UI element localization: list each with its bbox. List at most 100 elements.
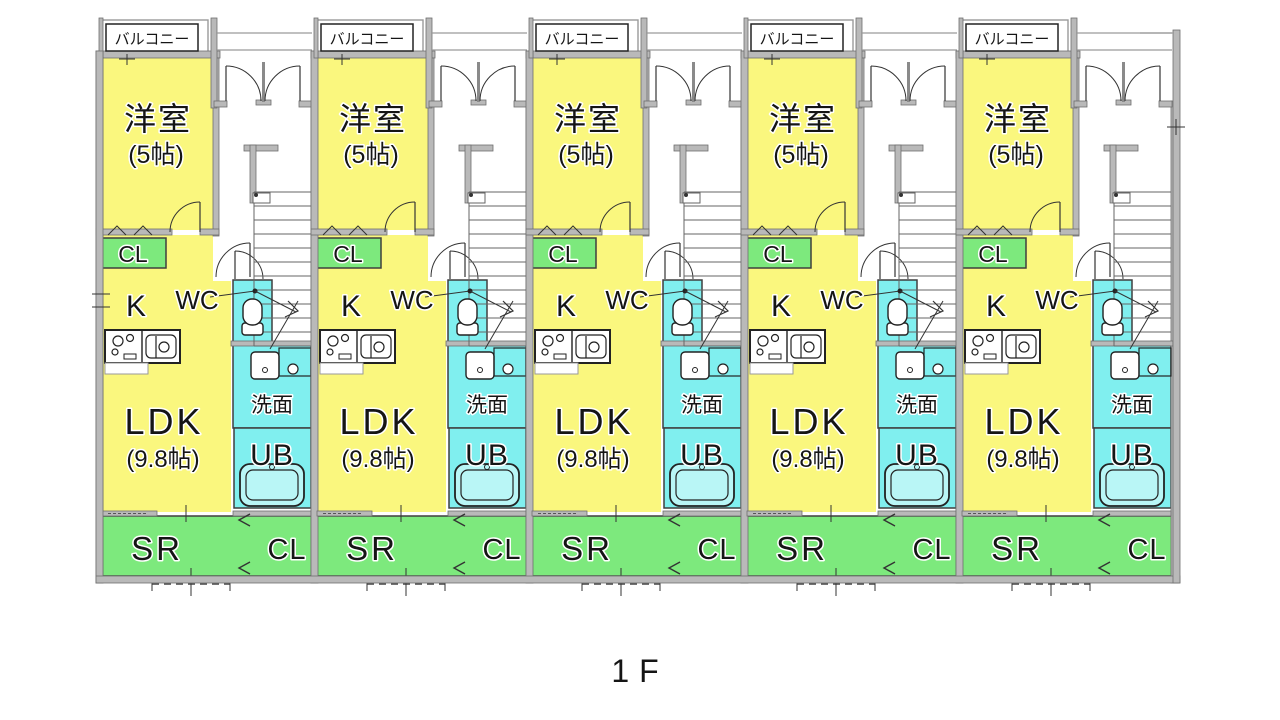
wc-leader-line: [854, 290, 901, 298]
door-swing-arc-icon: [384, 201, 416, 233]
unit-bath-label: UB: [680, 439, 724, 472]
bathtub-faucet: [1129, 464, 1135, 470]
door-swing-arc-icon: [1124, 65, 1161, 102]
outer-wall-right: [1172, 29, 1181, 584]
wall-balcony-left: [528, 17, 534, 59]
grill: [768, 353, 782, 360]
ldk-size-label: (9.8帖): [341, 446, 414, 473]
kitchen-counter: [104, 329, 181, 364]
wall-balcony-right: [1070, 17, 1078, 109]
slide-door-chevron: [882, 561, 896, 575]
door-swing-arc-icon: [814, 201, 846, 233]
stair-arrowhead: [499, 300, 515, 318]
burner: [756, 348, 764, 356]
sink-drain: [373, 341, 385, 353]
sink-basin: [1005, 334, 1037, 359]
slide-door-chevron: [237, 513, 251, 527]
grill: [338, 353, 352, 360]
bathtub-faucet: [914, 464, 920, 470]
wc-leader-line: [424, 290, 471, 298]
sink-basin: [360, 334, 392, 359]
closet-lower-label: CL: [912, 534, 951, 566]
kitchen-sink-icon: [790, 334, 822, 359]
washbasin-icon: [250, 351, 280, 380]
porch-stub-right: [943, 100, 958, 108]
porch-stub-left: [643, 100, 658, 108]
toilet-icon: [456, 298, 479, 336]
grill: [123, 353, 137, 360]
ldk-size-label: (9.8帖): [556, 446, 629, 473]
kitchen-counter: [534, 329, 611, 364]
wc-leader-line: [254, 290, 297, 313]
washer-drain: [287, 363, 299, 375]
kitchen-sink-icon: [360, 334, 392, 359]
wc-leader-line: [1069, 290, 1116, 298]
washbasin-bowl: [465, 351, 495, 380]
wc-label: WC: [820, 285, 863, 315]
washbasin-icon: [895, 351, 925, 380]
washroom-label: 洗面: [896, 394, 938, 417]
porch-stub-left: [428, 100, 443, 108]
bifold-door-mark: [993, 225, 1013, 236]
wall-unit-left: [310, 50, 319, 584]
wc-label: WC: [1035, 285, 1078, 315]
kitchen-label: K: [556, 290, 576, 323]
wall-balcony-left: [743, 17, 749, 59]
stairs-up-arrow-icon: [252, 191, 311, 350]
unit-bath-label: UB: [895, 439, 939, 472]
wc-leader-line: [1114, 290, 1157, 313]
storage-top-wall-right: [1092, 510, 1172, 517]
wall-balcony-left: [313, 17, 319, 59]
bathtub-faucet: [699, 464, 705, 470]
western-room-label: 洋室: [339, 101, 407, 137]
hall-wall-horizontal: [243, 144, 279, 152]
outer-wall-bottom: [95, 575, 1181, 584]
door-swing-arc-icon: [1094, 250, 1124, 280]
wall-below-room-stub: [414, 228, 435, 236]
burner: [326, 348, 334, 356]
closet-lower-label: CL: [267, 534, 306, 566]
burner: [111, 348, 119, 356]
bathtub-inner: [460, 469, 514, 501]
balcony-label: バルコニー: [115, 31, 190, 48]
ldk-label: LDK: [769, 401, 848, 442]
wall-below-room: [310, 228, 388, 236]
storage-top-wall-right: [232, 510, 312, 517]
western-room-size-label: (5帖): [773, 141, 829, 169]
service-room-label: SR: [131, 530, 183, 567]
bathtub-icon: [239, 463, 305, 507]
washing-machine-icon: [708, 347, 742, 377]
balcony-label-box: [320, 23, 414, 52]
porch-stub-left: [858, 100, 873, 108]
storage-strip-floor: [101, 515, 313, 577]
western-room-label: 洋室: [984, 101, 1052, 137]
slide-door-chevron: [237, 561, 251, 575]
door-swing-arc-icon: [664, 250, 694, 280]
toilet-icon: [671, 298, 694, 336]
hall-wall-horizontal: [458, 144, 494, 152]
burner: [112, 335, 124, 347]
wall-balcony-right: [210, 17, 218, 109]
burner: [971, 348, 979, 356]
stair-arrowhead: [284, 300, 300, 318]
kitchen-cabinet: [964, 362, 1009, 375]
bifold-door-mark: [107, 225, 127, 236]
western-room-floor: [960, 58, 1073, 230]
burner: [972, 335, 984, 347]
bathtub-inner: [245, 469, 299, 501]
wall-room-top: [740, 50, 866, 59]
door-swing-arc-icon: [879, 250, 909, 280]
door-swing-arc-icon: [449, 250, 479, 280]
bifold-door-mark: [322, 225, 342, 236]
stair-arrowhead: [929, 300, 945, 318]
sink-basin: [790, 334, 822, 359]
stove-icon: [326, 333, 352, 360]
toilet-bowl: [1102, 298, 1123, 326]
stairs-up-arrow-icon: [1112, 191, 1171, 350]
burner: [757, 335, 769, 347]
storage-strip-floor: [316, 515, 528, 577]
